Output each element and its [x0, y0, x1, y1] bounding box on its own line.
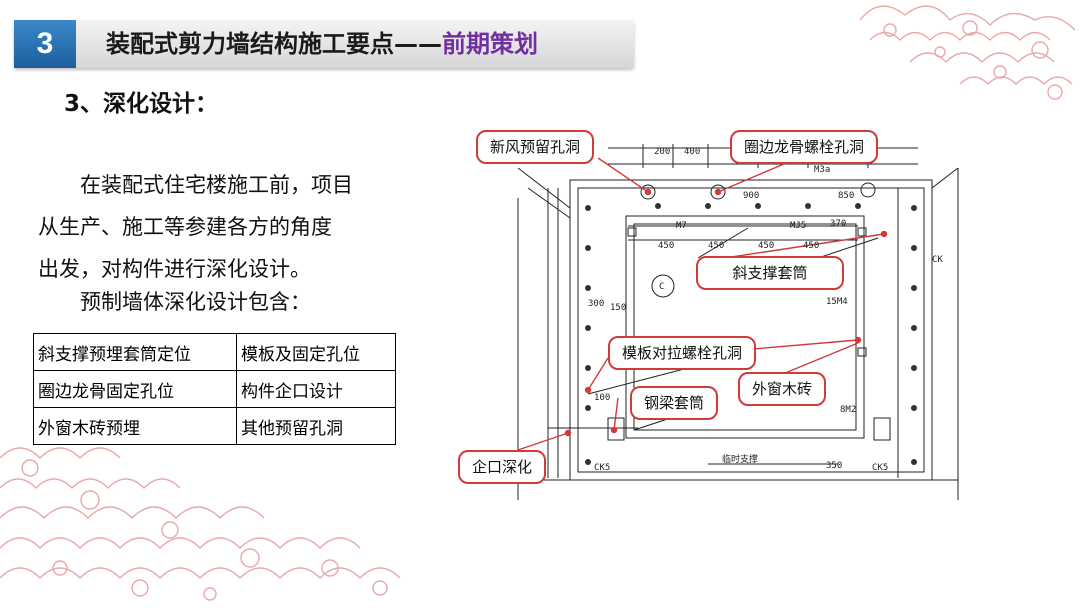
- dim-label: 350: [826, 461, 842, 471]
- design-items-table: 斜支撑预埋套筒定位 模板及固定孔位 圈边龙骨固定孔位 构件企口设计 外窗木砖预埋…: [33, 333, 396, 445]
- drawing-label: MJ5: [790, 221, 806, 231]
- body-line: 出发，对构件进行深化设计。: [38, 257, 311, 281]
- dim-label: 450: [803, 241, 819, 251]
- page-title-accent: 前期策划: [442, 30, 538, 58]
- page-title: 装配式剪力墙结构施工要点——前期策划: [106, 20, 538, 68]
- dim-label: 100: [594, 393, 610, 403]
- table-row: 圈边龙骨固定孔位 构件企口设计: [33, 370, 396, 408]
- body-line: 从生产、施工等参建各方的角度: [38, 215, 332, 239]
- table-cell: 构件企口设计: [236, 370, 396, 408]
- drawing-label: 临时支撑: [722, 453, 758, 465]
- dim-label: 450: [708, 241, 724, 251]
- drawing-label: M7: [676, 221, 687, 231]
- drawing-label: CK5: [872, 463, 888, 473]
- table-row: 斜支撑预埋套筒定位 模板及固定孔位: [33, 333, 396, 371]
- drawing-label: C: [659, 282, 664, 292]
- table-row: 外窗木砖预埋 其他预留孔洞: [33, 407, 396, 445]
- wall-panel-drawing: 200 400 900 850 450 450 450 450 370 150 …: [458, 128, 980, 500]
- callout-steel-beam-sleeve: 钢梁套筒: [630, 386, 719, 420]
- callout-diagonal-brace-sleeve: 斜支撑套筒: [696, 256, 844, 290]
- cloud-pattern-top-right: [859, 5, 1076, 100]
- drawing-label: CK: [932, 255, 943, 265]
- table-cell: 其他预留孔洞: [236, 407, 396, 445]
- dim-label: 150: [610, 303, 626, 313]
- section-title: 3、深化设计：: [64, 91, 219, 117]
- dim-label: 200: [654, 147, 670, 157]
- drawing-label: 8M2: [840, 405, 856, 415]
- drawing-label: 15M4: [826, 297, 848, 307]
- table-cell: 斜支撑预埋套筒定位: [33, 333, 237, 371]
- dim-label: 400: [684, 147, 700, 157]
- callout-keel-bolt-hole: 圈边龙骨螺栓孔洞: [730, 130, 879, 164]
- dim-label: 850: [838, 191, 854, 201]
- drawing-label: M3a: [814, 165, 830, 175]
- callout-formwork-bolt-hole: 模板对拉螺栓孔洞: [608, 336, 757, 370]
- dim-label: 450: [658, 241, 674, 251]
- header-bar: 3 装配式剪力墙结构施工要点——前期策划: [14, 20, 634, 68]
- callout-fresh-air-hole: 新风预留孔洞: [476, 130, 595, 164]
- dim-label: 900: [743, 191, 759, 201]
- callout-window-wood-brick: 外窗木砖: [738, 372, 827, 406]
- body-line: 在装配式住宅楼施工前，项目: [80, 173, 353, 197]
- table-cell: 模板及固定孔位: [236, 333, 396, 371]
- callout-tongue-groove: 企口深化: [458, 450, 547, 484]
- dim-label: 450: [758, 241, 774, 251]
- cloud-pattern-bottom-left: [0, 447, 401, 601]
- body-paragraph: 在装配式住宅楼施工前，项目 从生产、施工等参建各方的角度 出发，对构件进行深化设…: [38, 164, 388, 290]
- section-number-badge: 3: [14, 20, 76, 68]
- dim-label: 370: [830, 219, 846, 229]
- table-intro: 预制墙体深化设计包含：: [80, 290, 311, 314]
- table-cell: 圈边龙骨固定孔位: [33, 370, 237, 408]
- table-cell: 外窗木砖预埋: [33, 407, 237, 445]
- dim-label: 300: [588, 299, 604, 309]
- drawing-lines: 200 400 900 850 450 450 450 450 370 150 …: [517, 144, 959, 500]
- page-title-main: 装配式剪力墙结构施工要点——: [106, 30, 442, 58]
- drawing-label: CK5: [594, 463, 610, 473]
